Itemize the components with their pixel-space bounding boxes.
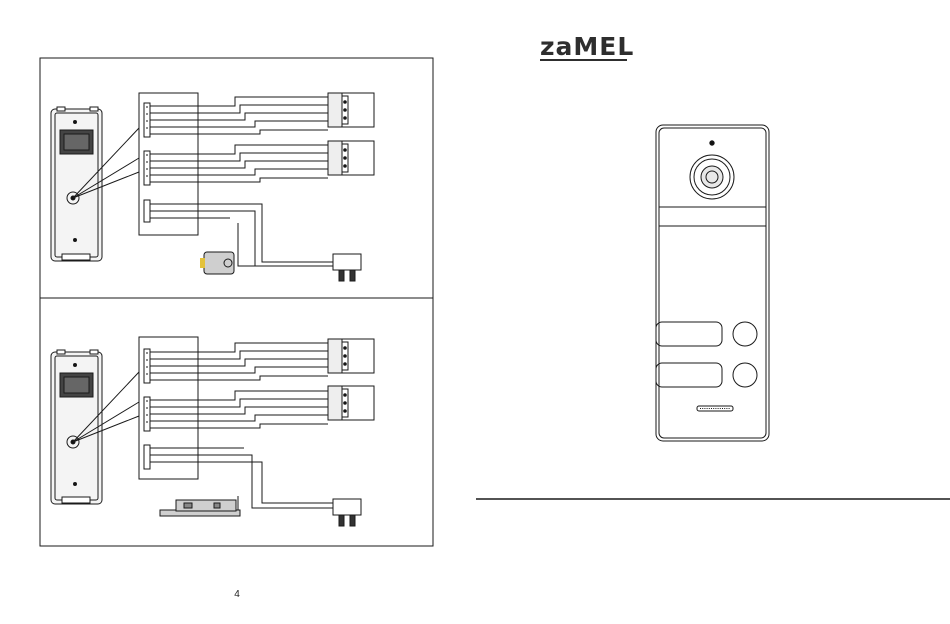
wiring-panel-bottom [40,298,433,546]
indoor-monitor-connector-2 [328,386,374,420]
nameplate-strip [659,207,766,226]
indoor-monitor-connector-2 [328,141,374,175]
wiring-panel-top [40,58,433,298]
call-button-2[interactable] [733,363,757,387]
outdoor-station-unit [51,350,102,504]
intercom-front-view [656,125,769,441]
speaker-grille-icon [697,406,733,411]
indoor-monitor-connector-1 [328,339,374,373]
camera-led [710,141,714,145]
call-button-1[interactable] [733,322,757,346]
camera-lens-icon [690,155,734,199]
name-label-2 [656,363,722,387]
terminal-block [144,445,150,469]
indoor-monitor-connector-1 [328,93,374,127]
terminal-block [144,200,150,222]
page-number: 4 [230,589,244,600]
name-label-1 [656,322,722,346]
electromagnetic-lock [200,252,234,274]
outdoor-station-unit [51,107,102,261]
